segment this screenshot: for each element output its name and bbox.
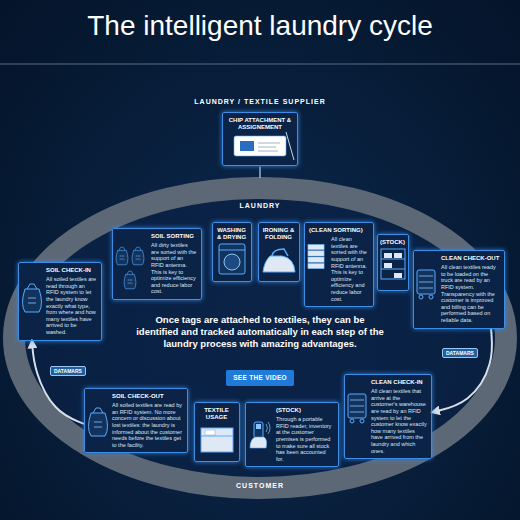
- sorting-icon: [116, 247, 128, 265]
- iron-icon: [263, 256, 295, 272]
- usage-icon: [201, 428, 233, 452]
- process-box: CLEAN CHECK-OUT All clean textiles ready …: [413, 250, 505, 329]
- box-heading: SOIL SORTING: [151, 233, 197, 240]
- box-heading: CHIP ATTACHMENT & ASSIGNEMENT: [227, 117, 293, 131]
- section-label: LAUNDRY / TEXTILE SUPPLIER: [160, 98, 360, 105]
- sorting-icon: [124, 271, 136, 289]
- box-heading: CLEAN CHECK-OUT: [441, 255, 500, 262]
- title-rule: [0, 64, 520, 65]
- section-label: LAUNDRY: [210, 202, 310, 209]
- box-body: All soiled textiles are read through an …: [46, 276, 97, 335]
- iron-icon: [263, 249, 295, 272]
- box-fill: [226, 370, 294, 386]
- box-fill: [377, 234, 409, 291]
- process-box: IRONING & FOLDING: [258, 222, 300, 282]
- ring: [14, 188, 506, 488]
- box-fill: [212, 222, 252, 282]
- washer-icon: [219, 250, 245, 251]
- page-title: The intelligent laundry cycle: [0, 10, 520, 42]
- brand-tag: DATAMARS: [50, 366, 86, 376]
- box-body: All dirty textiles are sorted with the s…: [151, 242, 197, 295]
- sorting-icon: [116, 247, 144, 289]
- shelf-icon: [381, 249, 405, 279]
- box-fill: [413, 250, 505, 329]
- tag-icon: [286, 132, 294, 160]
- bag-icon: [89, 408, 108, 436]
- cart-icon: [417, 270, 435, 299]
- box-heading: TEXTILE USAGE: [198, 407, 235, 421]
- process-box: WASHING & DRYING: [212, 222, 252, 282]
- box-fill: [245, 402, 339, 467]
- washer-icon: [219, 244, 245, 274]
- process-box: SOIL SORTING All dirty textiles are sorte…: [112, 228, 202, 300]
- process-box: SOIL CHECK-IN All soiled textiles are rea…: [18, 262, 102, 341]
- box-heading: IRONING & FOLDING: [262, 227, 295, 241]
- washer-icon: [219, 244, 245, 274]
- process-box: (CLEAN SORTING) All clean textiles are so…: [304, 222, 374, 307]
- box-body: Through a portable RFID reader, inventor…: [276, 416, 334, 462]
- process-box: CLEAN CHECK-IN All clean textiles that ar…: [344, 374, 432, 459]
- box-fill: [222, 112, 298, 166]
- process-box: TEXTILE USAGE: [194, 402, 240, 462]
- box-heading: SEE THE VIDEO: [230, 374, 290, 382]
- cycle-arrow: [32, 341, 84, 424]
- box-body: All soiled textiles are read by an RFID …: [112, 402, 183, 448]
- box-fill: [18, 262, 102, 341]
- tag-icon: [234, 136, 286, 156]
- stack-icon: [308, 244, 324, 268]
- usage-icon: [205, 430, 215, 435]
- cart-icon: [348, 394, 366, 423]
- box-fill: [84, 388, 188, 453]
- tag-icon: [240, 141, 254, 151]
- cycle-arrow: [432, 329, 492, 413]
- ring: [14, 188, 506, 488]
- tag-icon: [234, 132, 294, 160]
- video-button: SEE THE VIDEO: [226, 370, 294, 386]
- box-heading: SOIL CHECK-IN: [46, 267, 97, 274]
- box-heading: (CLEAN SORTING): [309, 227, 369, 234]
- reader-icon: [250, 422, 270, 448]
- usage-icon: [201, 428, 233, 452]
- sorting-icon: [132, 247, 144, 265]
- box-fill: [344, 374, 432, 459]
- box-fill: [194, 402, 240, 462]
- supplier-box: CHIP ATTACHMENT & ASSIGNEMENT: [222, 112, 298, 166]
- box-heading: (STOCK): [380, 239, 404, 246]
- washer-icon: [224, 254, 240, 270]
- tag-icon: [258, 143, 280, 151]
- bag-icon: [23, 284, 42, 312]
- box-fills: [18, 112, 505, 467]
- usage-icon: [201, 436, 233, 437]
- box-fill: [304, 222, 374, 307]
- section-label: CUSTOMER: [210, 482, 310, 489]
- box-heading: WASHING & DRYING: [216, 227, 247, 241]
- process-box: (STOCK): [377, 234, 409, 291]
- box-heading: CLEAN CHECK-IN: [371, 379, 427, 386]
- brand-tag: DATAMARS: [442, 348, 478, 358]
- process-box: (STOCK) Through a portable RFID reader, i…: [245, 402, 339, 467]
- iron-icon: [272, 249, 288, 256]
- box-fill: [112, 228, 202, 300]
- box-heading: (STOCK): [276, 407, 334, 414]
- process-box: SOIL CHECK-OUT All soiled textiles are re…: [84, 388, 188, 453]
- center-note: Once tags are attached to textiles, they…: [135, 314, 385, 350]
- box-fill: [258, 222, 300, 282]
- box-heading: SOIL CHECK-OUT: [112, 393, 183, 400]
- box-body: All clean textiles that arrive at the cu…: [371, 388, 427, 454]
- box-body: All clean textiles are sorted with the s…: [331, 236, 369, 302]
- box-body: All clean textiles ready to be loaded on…: [441, 264, 500, 323]
